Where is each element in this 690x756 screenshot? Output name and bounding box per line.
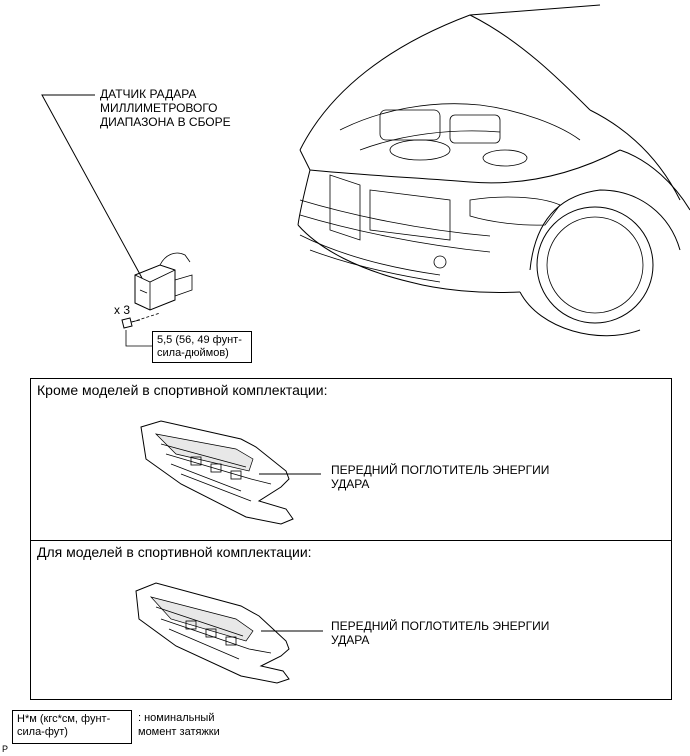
absorber-drawing-standard [140, 420, 321, 525]
absorber-label-sport: ПЕРЕДНИЙ ПОГЛОТИТЕЛЬ ЭНЕРГИИ УДАРА [331, 619, 550, 647]
figure-corner-mark: P [2, 744, 9, 754]
torque-spec-box: 5,5 (56, 49 фунт- сила-дюймов) [152, 331, 252, 363]
bolt-count: x 3 [114, 303, 131, 317]
radar-sensor-drawing [134, 252, 193, 311]
standard-model-panel: Кроме моделей в спортивной комплектации:… [30, 378, 672, 541]
torque-leader [125, 330, 152, 347]
sport-model-panel: Для моделей в спортивной комплектации: П… [30, 540, 672, 700]
radar-sensor-label: ДАТЧИК РАДАРА МИЛЛИМЕТРОВОГО ДИАПАЗОНА В… [100, 87, 231, 129]
torque-legend-description: : номинальный момент затяжки [138, 712, 220, 738]
car-front-drawing [297, 4, 690, 337]
vehicle-illustration [41, 4, 690, 337]
torque-unit-legend: Н*м (кгс*см, фунт- сила-фут) [12, 710, 132, 744]
standard-model-title: Кроме моделей в спортивной комплектации: [37, 382, 328, 398]
sport-model-title: Для моделей в спортивной комплектации: [37, 544, 312, 560]
absorber-drawing-sport [135, 582, 323, 684]
absorber-label-standard: ПЕРЕДНИЙ ПОГЛОТИТЕЛЬ ЭНЕРГИИ УДАРА [331, 463, 550, 491]
radar-leader-line [41, 94, 143, 279]
